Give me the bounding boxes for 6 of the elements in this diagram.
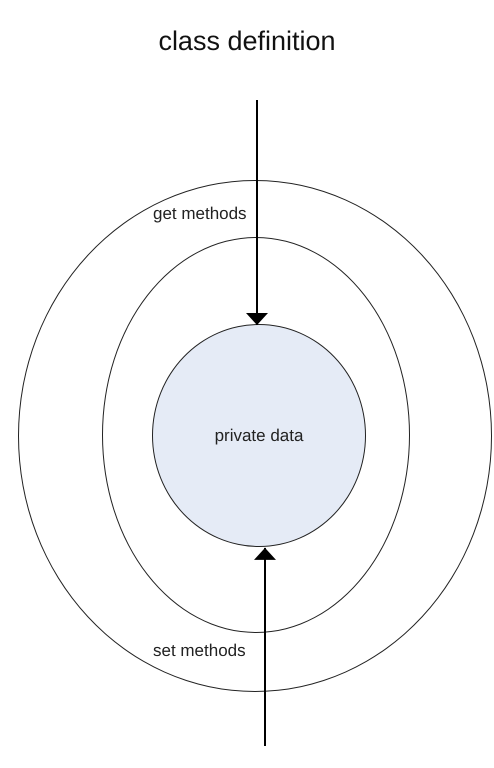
ring-label: set methods — [153, 641, 246, 661]
arrow — [254, 548, 276, 746]
arrow — [246, 100, 268, 326]
node-label: private data — [214, 426, 304, 446]
diagram-title: class definition — [157, 26, 337, 57]
ring-label: get methods — [153, 204, 247, 224]
